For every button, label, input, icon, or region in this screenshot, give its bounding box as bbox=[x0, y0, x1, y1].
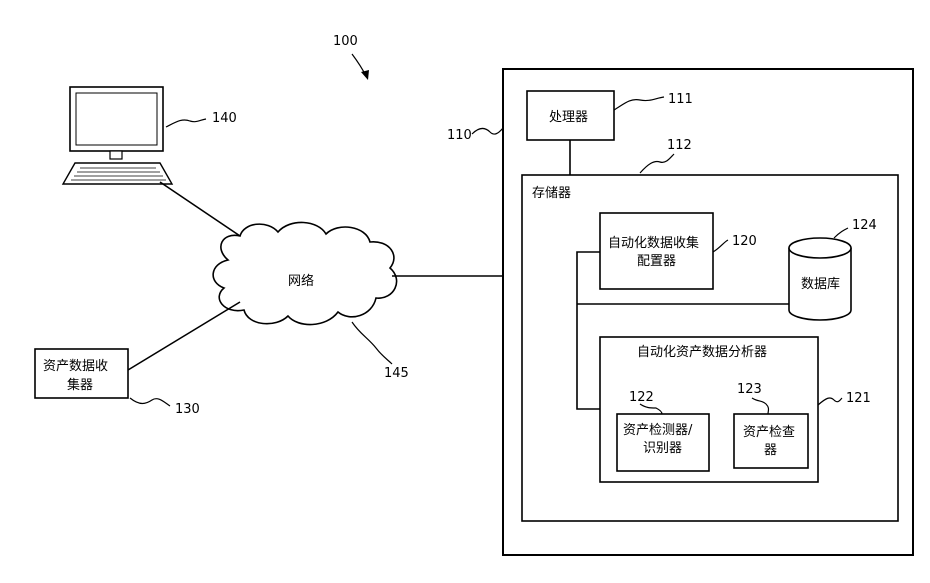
collector-network-link bbox=[128, 302, 240, 370]
network-ref-leader bbox=[352, 322, 392, 364]
analyzer-ref-label: 121 bbox=[846, 391, 871, 406]
processor-label: 处理器 bbox=[549, 110, 588, 125]
detector-ref-label: 122 bbox=[629, 390, 654, 405]
figure-ref-label: 100 bbox=[333, 34, 358, 49]
collector-ref-label: 130 bbox=[175, 402, 200, 417]
collector-label-line2: 集器 bbox=[67, 377, 93, 393]
detector-label-line2: 识别器 bbox=[643, 441, 682, 456]
inspector-box bbox=[734, 414, 808, 468]
detector-label-line1: 资产检测器/ bbox=[623, 423, 693, 438]
system-ref-leader bbox=[472, 128, 503, 134]
network-ref-label: 145 bbox=[384, 366, 409, 381]
database-ref-label: 124 bbox=[852, 218, 877, 233]
collector-label-line1: 资产数据收 bbox=[43, 359, 108, 374]
config-label-line2: 配置器 bbox=[637, 254, 676, 269]
collector-ref-leader bbox=[130, 398, 170, 406]
processor-ref-label: 111 bbox=[668, 92, 693, 107]
inspector-label-line1: 资产检查 bbox=[743, 425, 795, 440]
inspector-label-line2: 器 bbox=[764, 443, 777, 458]
network-label: 网络 bbox=[288, 273, 314, 289]
memory-label: 存储器 bbox=[532, 186, 571, 201]
memory-ref-label: 112 bbox=[667, 138, 692, 153]
analyzer-label: 自动化资产数据分析器 bbox=[637, 345, 767, 360]
config-ref-label: 120 bbox=[732, 234, 757, 249]
computer-ref-label: 140 bbox=[212, 111, 237, 126]
figure-ref-arrowhead bbox=[361, 70, 369, 80]
config-label-line1: 自动化数据收集 bbox=[608, 235, 699, 251]
computer-network-link bbox=[160, 182, 246, 240]
database-label: 数据库 bbox=[801, 276, 840, 292]
inspector-ref-label: 123 bbox=[737, 382, 762, 397]
computer-ref-leader bbox=[166, 119, 206, 127]
computer-icon bbox=[63, 87, 172, 184]
system-ref-label: 110 bbox=[447, 128, 472, 143]
config-box bbox=[600, 213, 713, 289]
